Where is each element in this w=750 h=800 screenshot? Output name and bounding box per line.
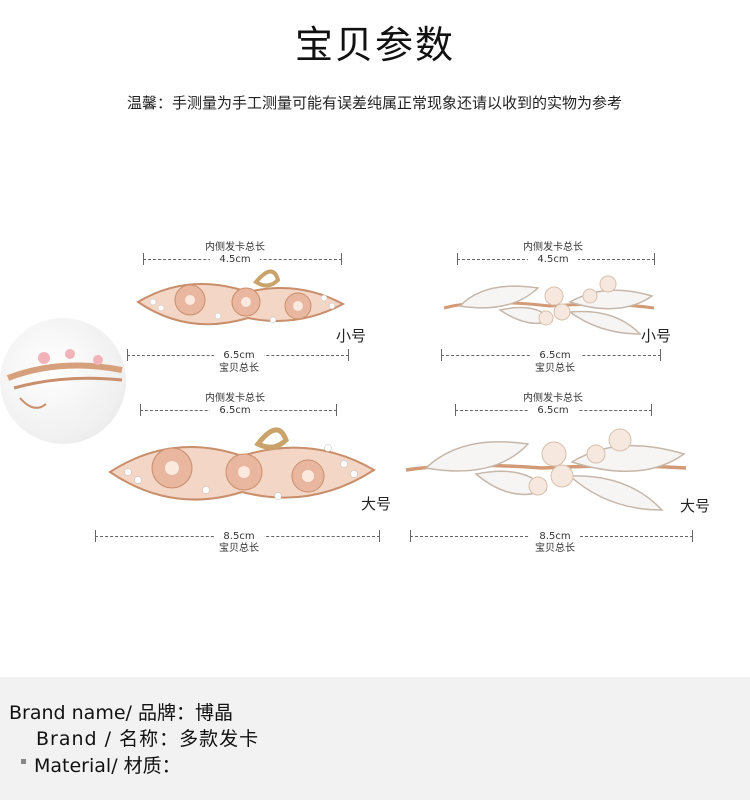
total-length-label: 宝贝总长 xyxy=(535,363,575,374)
hair-clip-small-leaf-image xyxy=(443,275,655,335)
size-label: 小号 xyxy=(641,327,672,345)
total-length-tick-right xyxy=(692,530,693,542)
inner-length-tick-right xyxy=(654,253,655,265)
inner-length-tick-right xyxy=(336,404,337,416)
inner-length-tick-left xyxy=(455,404,456,416)
inner-length-label: 内侧发卡总长 xyxy=(205,242,265,253)
inner-length-label: 内侧发卡总长 xyxy=(523,242,583,253)
bullet-marker xyxy=(21,759,26,764)
spec-material: Material/ 材质： xyxy=(34,755,181,777)
inner-length-tick-left xyxy=(143,253,144,265)
total-length-label: 宝贝总长 xyxy=(535,543,575,554)
inner-length-tick-right xyxy=(651,404,652,416)
total-length-tick-right xyxy=(660,349,661,361)
total-length-value: 8.5cm xyxy=(214,531,264,542)
inner-length-tick-right xyxy=(341,253,342,265)
hair-clip-large-flower-image xyxy=(108,427,376,501)
inner-length-tick-left xyxy=(457,253,458,265)
total-length-value: 6.5cm xyxy=(214,350,264,361)
hair-clip-small-flower-image xyxy=(136,269,346,326)
total-length-tick-left xyxy=(410,530,411,542)
total-length-label: 宝贝总长 xyxy=(219,543,259,554)
total-length-tick-right xyxy=(348,349,349,361)
inner-length-tick-left xyxy=(140,404,141,416)
total-length-tick-right xyxy=(379,530,380,542)
total-length-tick-left xyxy=(441,349,442,361)
measurement-note: 温馨：手测量为手工测量可能有误差纯属正常现象还请以收到的实物为参考 xyxy=(127,94,623,112)
total-length-value: 6.5cm xyxy=(530,350,580,361)
inner-length-value: 6.5cm xyxy=(528,405,578,416)
total-length-value: 8.5cm xyxy=(530,531,580,542)
inner-length-value: 6.5cm xyxy=(210,405,260,416)
inner-length-value: 4.5cm xyxy=(210,254,260,265)
spec-brand-name: Brand name/ 品牌：博晶 xyxy=(9,702,233,724)
inner-length-label: 内侧发卡总长 xyxy=(205,393,265,404)
total-length-label: 宝贝总长 xyxy=(219,363,259,374)
hair-clip-side-view-image xyxy=(6,349,123,409)
side-view-inset xyxy=(0,318,126,444)
size-label: 小号 xyxy=(336,327,367,345)
total-length-tick-left xyxy=(127,349,128,361)
size-label: 大号 xyxy=(361,495,392,513)
size-label: 大号 xyxy=(680,497,711,515)
spec-panel xyxy=(0,677,750,800)
page-title: 宝贝参数 xyxy=(294,23,455,67)
total-length-tick-left xyxy=(95,530,96,542)
spec-product-name: Brand / 名称：多款发卡 xyxy=(36,728,260,750)
inner-length-value: 4.5cm xyxy=(528,254,578,265)
inner-length-label: 内侧发卡总长 xyxy=(523,393,583,404)
hair-clip-large-leaf-image xyxy=(405,428,687,511)
